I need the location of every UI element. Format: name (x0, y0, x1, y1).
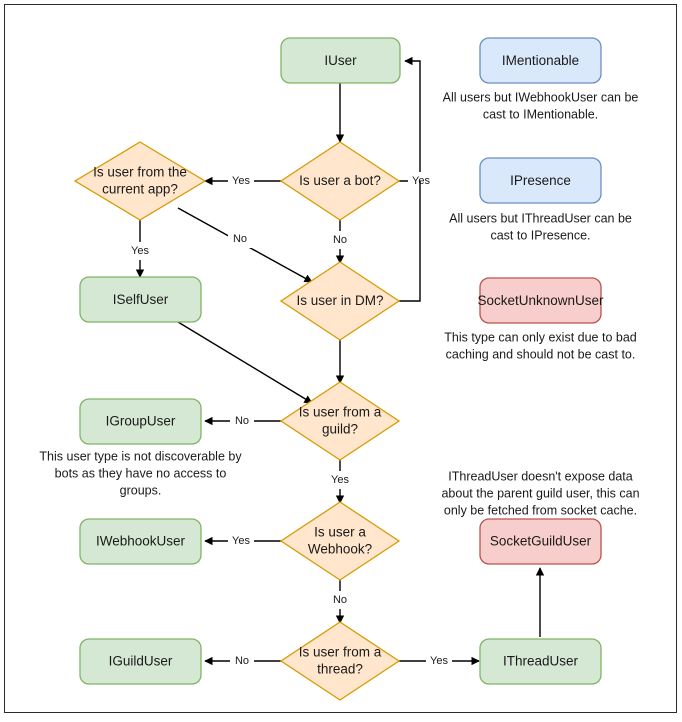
edge-isthread-yes-to-ithreaduser: Yes (399, 652, 480, 670)
note-socketguilduser-line1: IThreadUser doesn't expose data (448, 469, 632, 483)
edge-label-webhook-yes: Yes (232, 535, 250, 547)
node-ipresence[interactable]: IPresence (479, 157, 602, 204)
edge-iselfuser-to-isguild (177, 321, 313, 404)
node-socketunknownuser[interactable]: SocketUnknownUser (477, 277, 604, 324)
node-imentionable-label: IMentionable (502, 53, 579, 68)
node-iuser-label: IUser (324, 53, 357, 68)
node-ithreaduser[interactable]: IThreadUser (479, 638, 602, 685)
node-iselfuser-label: ISelfUser (113, 292, 169, 307)
edge-iswebhook-no-to-isthread: No (328, 580, 352, 624)
node-is-user-from-a-guild-label-line2: guild? (322, 422, 358, 437)
note-socketguilduser-line2: about the parent guild user, this can (441, 486, 639, 500)
node-is-user-from-a-guild-label-line1: Is user from a (299, 405, 382, 420)
note-ipresence-line2: cast to IPresence. (490, 228, 590, 242)
node-is-user-a-webhook[interactable]: Is user a Webhook? (279, 501, 401, 581)
note-imentionable-line1: All users but IWebhookUser can be (443, 90, 639, 104)
node-is-user-a-bot-label: Is user a bot? (299, 173, 381, 188)
edge-currentapp-yes-to-iselfuser: Yes (128, 220, 153, 278)
edge-label-thread-yes: Yes (430, 655, 448, 667)
note-igroupuser-line1: This user type is not discoverable by (39, 449, 242, 463)
note-igroupuser-line2: bots as they have no access to (55, 466, 227, 480)
edge-label-currentapp-yes: Yes (131, 245, 149, 257)
edge-label-webhook-no: No (333, 594, 347, 606)
node-iselfuser[interactable]: ISelfUser (79, 276, 202, 323)
node-iguilduser[interactable]: IGuildUser (79, 638, 202, 685)
edge-iswebhook-yes-to-iwebhookuser: Yes (204, 532, 281, 550)
edge-label-guild-yes: Yes (331, 474, 349, 486)
node-iuser[interactable]: IUser (280, 37, 401, 84)
note-imentionable: All users but IWebhookUser can be cast t… (443, 90, 639, 121)
note-socketunknownuser-line2: caching and should not be cast to. (446, 347, 636, 361)
edge-label-bot-right-yes: Yes (412, 175, 430, 187)
edge-label-guild-no: No (235, 415, 249, 427)
node-is-user-in-dm[interactable]: Is user in DM? (279, 261, 401, 341)
edge-isbot-no-to-isdm: No (328, 220, 352, 264)
node-is-user-a-bot[interactable]: Is user a bot? (279, 141, 401, 221)
node-iwebhookuser-label: IWebhookUser (96, 534, 186, 549)
node-is-user-from-current-app[interactable]: Is user from the current app? (73, 141, 207, 221)
node-is-user-in-dm-label: Is user in DM? (296, 293, 383, 308)
node-is-user-from-a-guild[interactable]: Is user from a guild? (279, 381, 401, 461)
note-imentionable-line2: cast to IMentionable. (483, 107, 598, 121)
note-socketunknownuser-line1: This type can only exist due to bad (444, 330, 637, 344)
note-socketguilduser-line3: only be fetched from socket cache. (444, 503, 637, 517)
edge-isbot-yes-right-to-iuser: Yes (399, 56, 434, 190)
node-socketguilduser-label: SocketGuildUser (490, 534, 592, 549)
node-is-user-from-current-app-label-line1: Is user from the (93, 165, 187, 180)
note-igroupuser-line3: groups. (120, 483, 162, 497)
node-is-user-from-current-app-label-line2: current app? (102, 182, 178, 197)
node-is-user-a-webhook-label-line1: Is user a (314, 525, 366, 540)
note-igroupuser: This user type is not discoverable by bo… (39, 449, 242, 497)
node-igroupuser-label: IGroupUser (106, 414, 176, 429)
note-ipresence: All users but IThreadUser can be cast to… (449, 211, 632, 242)
edge-label-bot-yes: Yes (232, 175, 250, 187)
edge-currentapp-no-to-isdm: No (177, 207, 313, 283)
edge-isguild-yes-to-iswebhook: Yes (328, 460, 353, 504)
node-socketguilduser[interactable]: SocketGuildUser (479, 518, 602, 565)
edge-isguild-no-to-igroupuser: No (204, 412, 281, 430)
node-is-user-from-a-thread-label-line1: Is user from a (299, 645, 382, 660)
node-is-user-a-webhook-label-line2: Webhook? (308, 542, 372, 557)
node-is-user-from-a-thread[interactable]: Is user from a thread? (279, 621, 401, 701)
node-ipresence-label: IPresence (510, 173, 571, 188)
edge-isdm-yes-to-iuser (399, 181, 421, 302)
edge-label-thread-no: No (235, 655, 249, 667)
edge-isbot-yes-to-currentapp: Yes (204, 172, 281, 190)
note-socketguilduser: IThreadUser doesn't expose data about th… (441, 469, 639, 517)
edge-label-bot-no: No (333, 234, 347, 246)
node-ithreaduser-label: IThreadUser (503, 654, 579, 669)
node-iguilduser-label: IGuildUser (109, 654, 173, 669)
node-socketunknownuser-label: SocketUnknownUser (477, 293, 604, 308)
node-iwebhookuser[interactable]: IWebhookUser (79, 518, 202, 565)
note-socketunknownuser: This type can only exist due to bad cach… (444, 330, 637, 361)
edge-label-currentapp-no: No (233, 233, 247, 245)
edge-isthread-no-to-iguilduser: No (204, 652, 281, 670)
node-is-user-from-a-thread-label-line2: thread? (317, 662, 363, 677)
note-ipresence-line1: All users but IThreadUser can be (449, 211, 632, 225)
node-igroupuser[interactable]: IGroupUser (79, 398, 202, 445)
node-imentionable[interactable]: IMentionable (479, 37, 602, 84)
